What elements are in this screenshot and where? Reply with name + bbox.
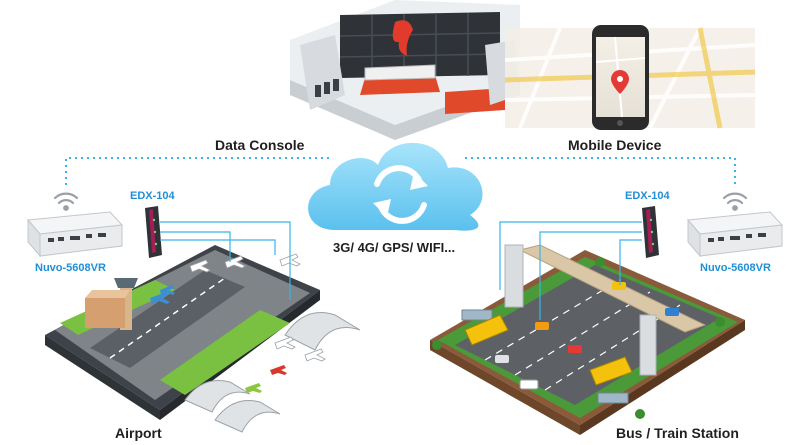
airport-label: Airport — [115, 425, 162, 441]
nuvo-right-label: Nuvo-5608VR — [700, 262, 771, 274]
sync-icon — [373, 165, 428, 224]
wifi-icon — [722, 192, 748, 211]
network-label: 3G/ 4G/ GPS/ WIFI... — [333, 240, 456, 255]
edx-right-label: EDX-104 — [625, 190, 670, 202]
data-console-illustration — [290, 0, 520, 140]
mobile-device-label: Mobile Device — [568, 137, 662, 153]
airplane-icon — [189, 253, 326, 362]
bus-icon — [464, 314, 633, 386]
connection-lines — [65, 157, 736, 185]
nuvo-computer-right — [686, 211, 784, 258]
station-illustration — [430, 244, 745, 435]
car-icon — [495, 282, 679, 390]
airport-illustration — [45, 245, 361, 433]
mobile-device-illustration — [504, 25, 756, 130]
edx-left-label: EDX-104 — [130, 190, 175, 202]
edx-switch-left — [145, 206, 162, 258]
airport-cables — [160, 221, 291, 300]
cloud-icon — [308, 142, 483, 231]
wifi-icon — [53, 192, 79, 211]
station-cables — [499, 221, 642, 320]
edx-switch-right — [642, 206, 659, 258]
nuvo-computer-left — [26, 211, 124, 258]
data-console-label: Data Console — [215, 137, 305, 153]
nuvo-left-label: Nuvo-5608VR — [35, 262, 106, 274]
station-label: Bus / Train Station — [616, 425, 739, 441]
